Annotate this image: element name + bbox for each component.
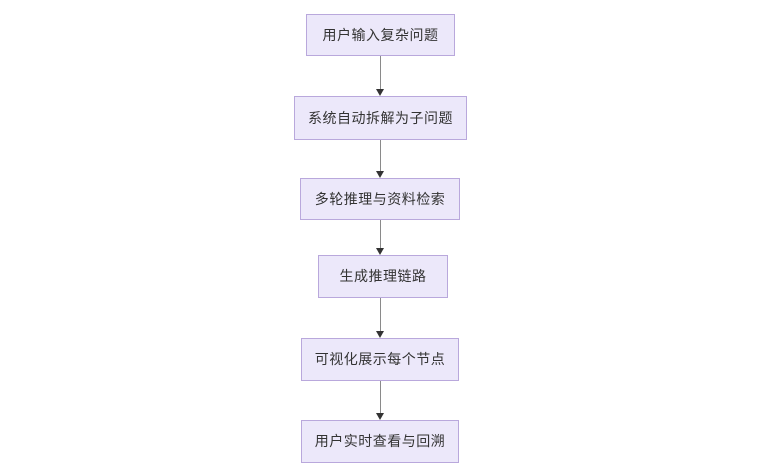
flow-edge-1-line	[379, 56, 381, 89]
flow-node-2[interactable]: 系统自动拆解为子问题	[294, 96, 467, 140]
flow-edge-1-arrowhead	[376, 89, 384, 96]
flow-edge-2-line	[379, 140, 381, 171]
flow-node-1-label: 用户输入复杂问题	[322, 26, 439, 43]
flow-edge-3-arrowhead	[376, 248, 384, 255]
flow-node-1[interactable]: 用户输入复杂问题	[306, 14, 455, 56]
flow-node-3-label: 多轮推理与资料检索	[314, 190, 446, 207]
flow-edge-5	[374, 381, 386, 420]
flow-node-6[interactable]: 用户实时查看与回溯	[301, 420, 459, 463]
flow-edge-2	[374, 140, 386, 178]
flow-edge-1	[374, 56, 386, 96]
flow-edge-4	[374, 298, 386, 338]
flow-edge-4-line	[379, 298, 381, 331]
flow-edge-5-line	[379, 381, 381, 413]
flow-node-4[interactable]: 生成推理链路	[318, 255, 448, 298]
flow-edge-3	[374, 220, 386, 255]
flow-edge-5-arrowhead	[376, 413, 384, 420]
flow-node-2-label: 系统自动拆解为子问题	[308, 109, 453, 126]
flow-edge-4-arrowhead	[376, 331, 384, 338]
flow-edge-2-arrowhead	[376, 171, 384, 178]
flow-node-3[interactable]: 多轮推理与资料检索	[300, 178, 460, 220]
flow-node-6-label: 用户实时查看与回溯	[314, 433, 446, 450]
flow-node-5[interactable]: 可视化展示每个节点	[301, 338, 459, 381]
flow-edge-3-line	[379, 220, 381, 248]
flow-node-4-label: 生成推理链路	[339, 268, 427, 285]
flow-node-5-label: 可视化展示每个节点	[314, 351, 446, 368]
